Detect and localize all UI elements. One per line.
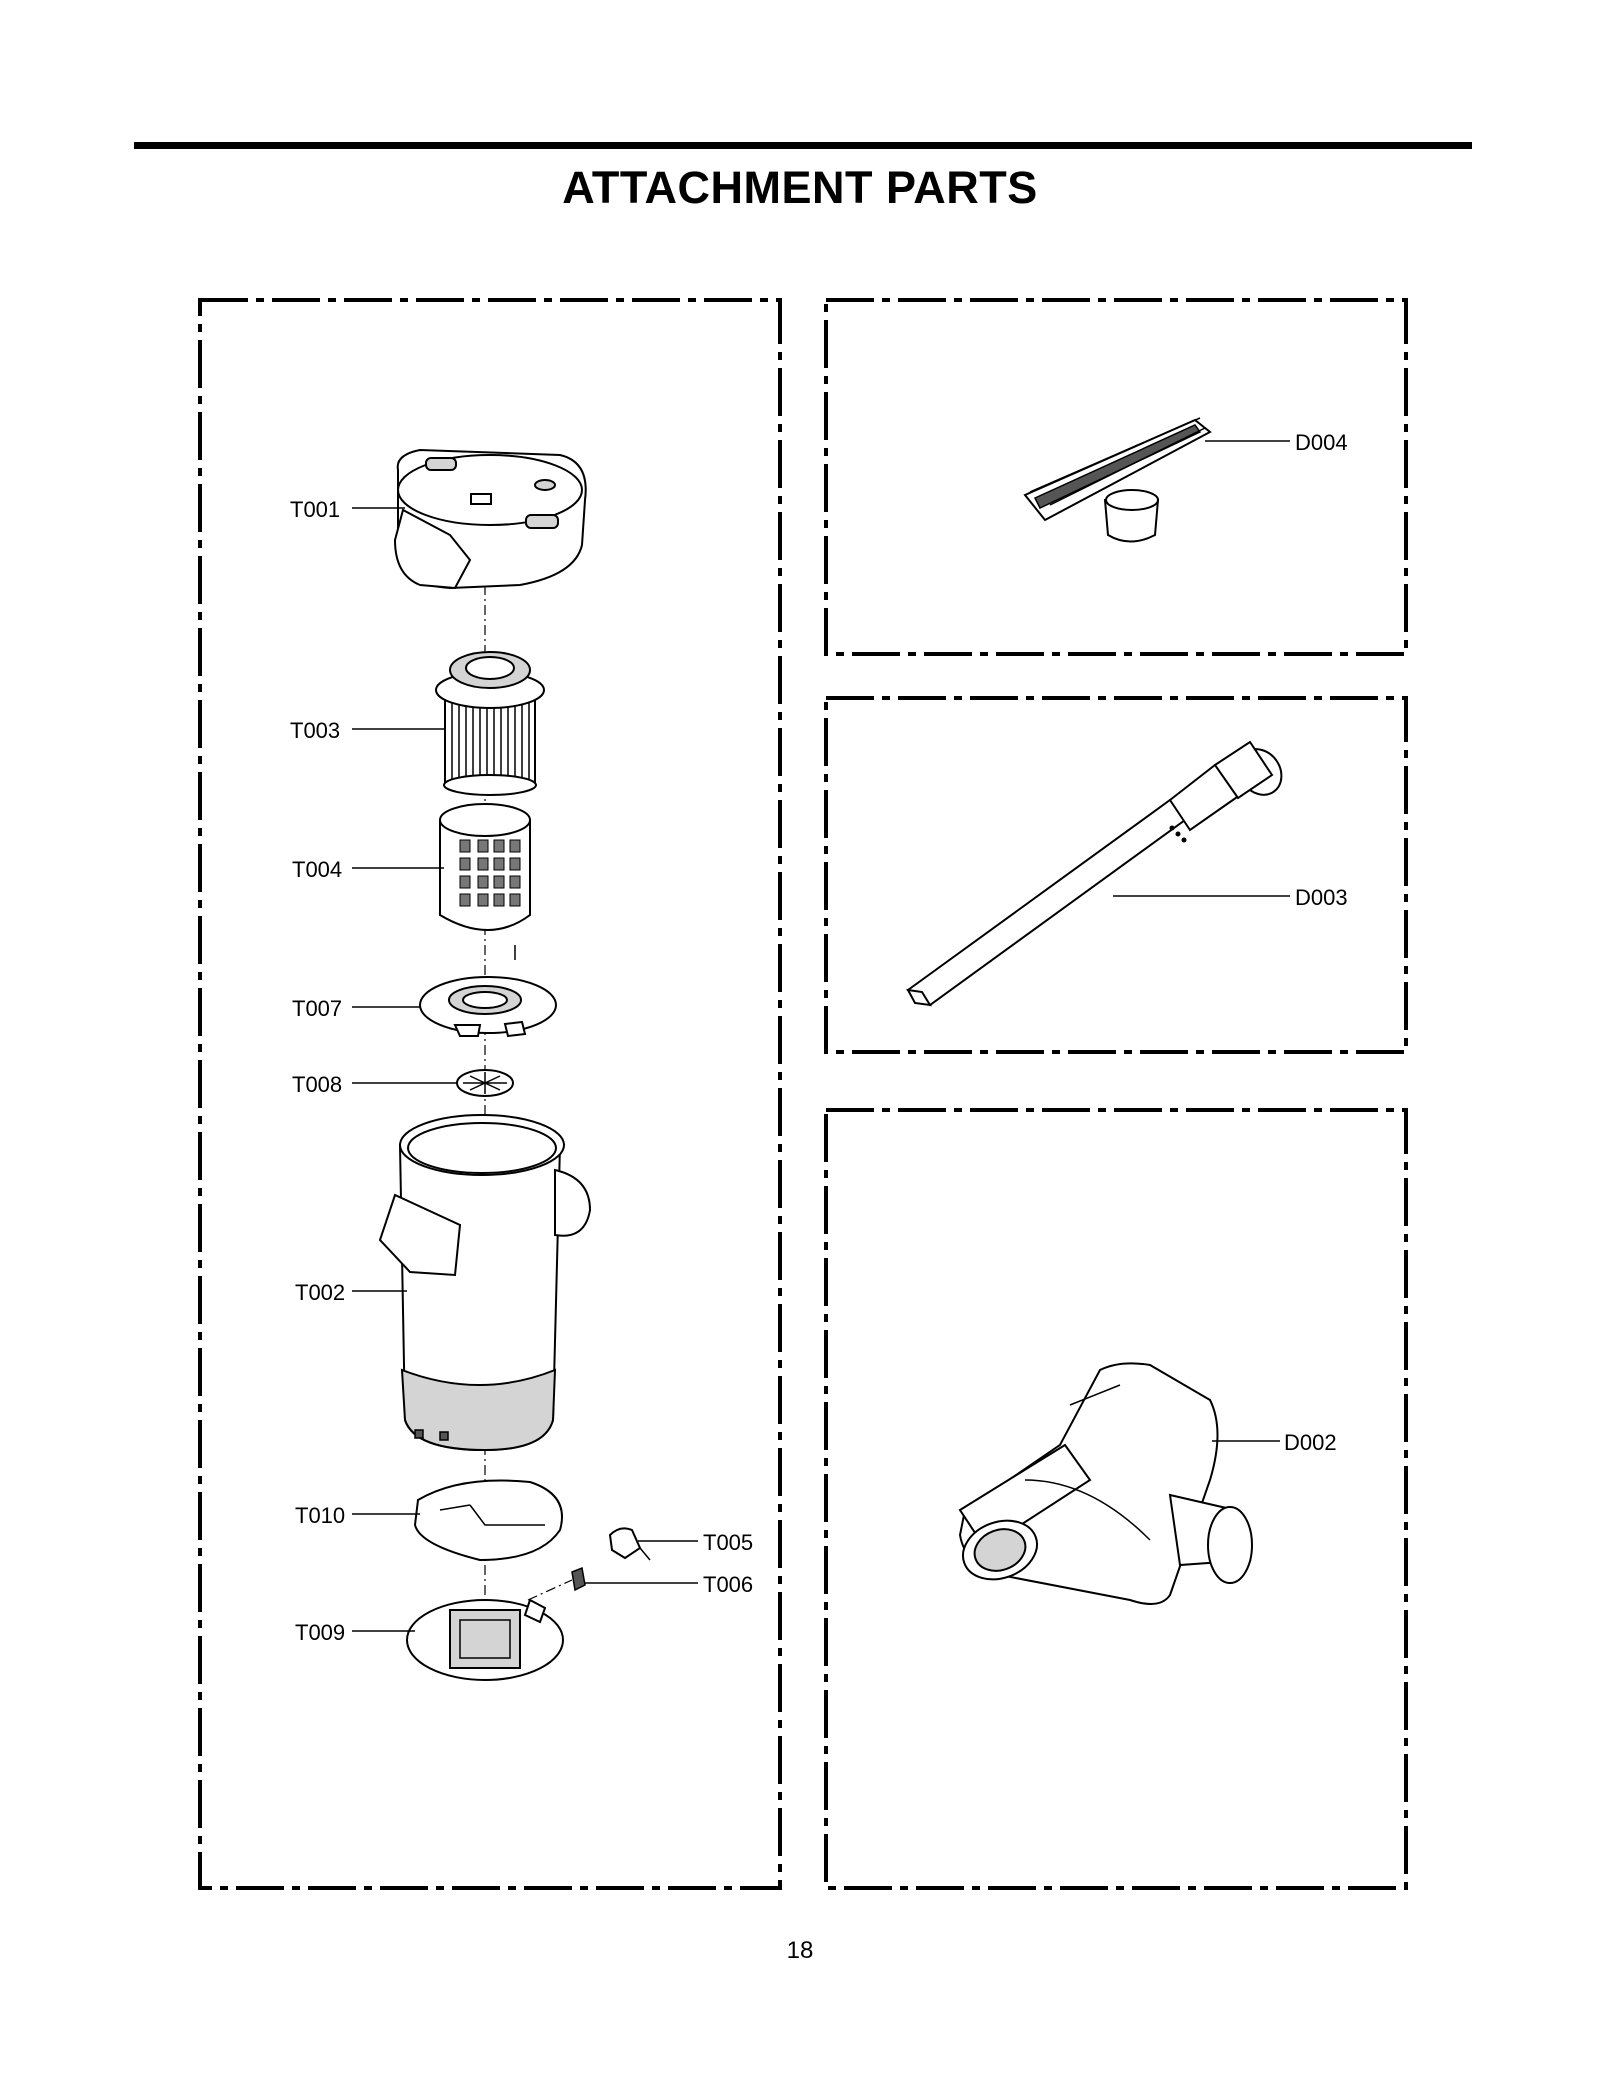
header-rule	[134, 142, 1472, 149]
label-d004: D004	[1295, 430, 1348, 455]
panel-d003-frame	[824, 696, 1408, 1054]
t010-gasket-drawing	[413, 1479, 563, 1562]
label-t006: T006	[703, 1572, 753, 1597]
panel-d004-frame	[824, 298, 1408, 656]
page-number: 18	[786, 1937, 814, 1964]
t002-container-drawing	[378, 1114, 592, 1452]
label-t009: T009	[295, 1620, 345, 1645]
t006-spring-drawing	[527, 1566, 586, 1601]
t001-cover-drawing	[393, 448, 587, 590]
t004-cage-drawing	[439, 803, 531, 960]
label-t005: T005	[703, 1530, 753, 1555]
d002-turbo-brush-drawing	[958, 1362, 1253, 1605]
label-t004: T004	[292, 857, 342, 882]
t007-collar-drawing	[419, 976, 557, 1038]
label-t001: T001	[290, 497, 340, 522]
label-d002: D002	[1284, 1430, 1337, 1455]
label-t003: T003	[290, 718, 340, 743]
label-t007: T007	[292, 996, 342, 1021]
panel-left-frame	[198, 298, 782, 1890]
t009-bottom-plate-drawing	[406, 1598, 564, 1681]
label-t010: T010	[295, 1503, 345, 1528]
label-t002: T002	[295, 1280, 345, 1305]
label-t008: T008	[292, 1072, 342, 1097]
panel-d002-frame	[824, 1108, 1408, 1890]
t003-filter-drawing	[435, 651, 545, 796]
t008-valve-drawing	[456, 1069, 514, 1097]
leader-lines	[352, 440, 1290, 1632]
d003-crevice-tool-drawing	[906, 740, 1283, 1007]
d004-brush-drawing	[1023, 417, 1212, 543]
page-title: ATTACHMENT PARTS	[562, 162, 1038, 213]
label-d003: D003	[1295, 885, 1348, 910]
t005-button-drawing	[608, 1527, 651, 1561]
